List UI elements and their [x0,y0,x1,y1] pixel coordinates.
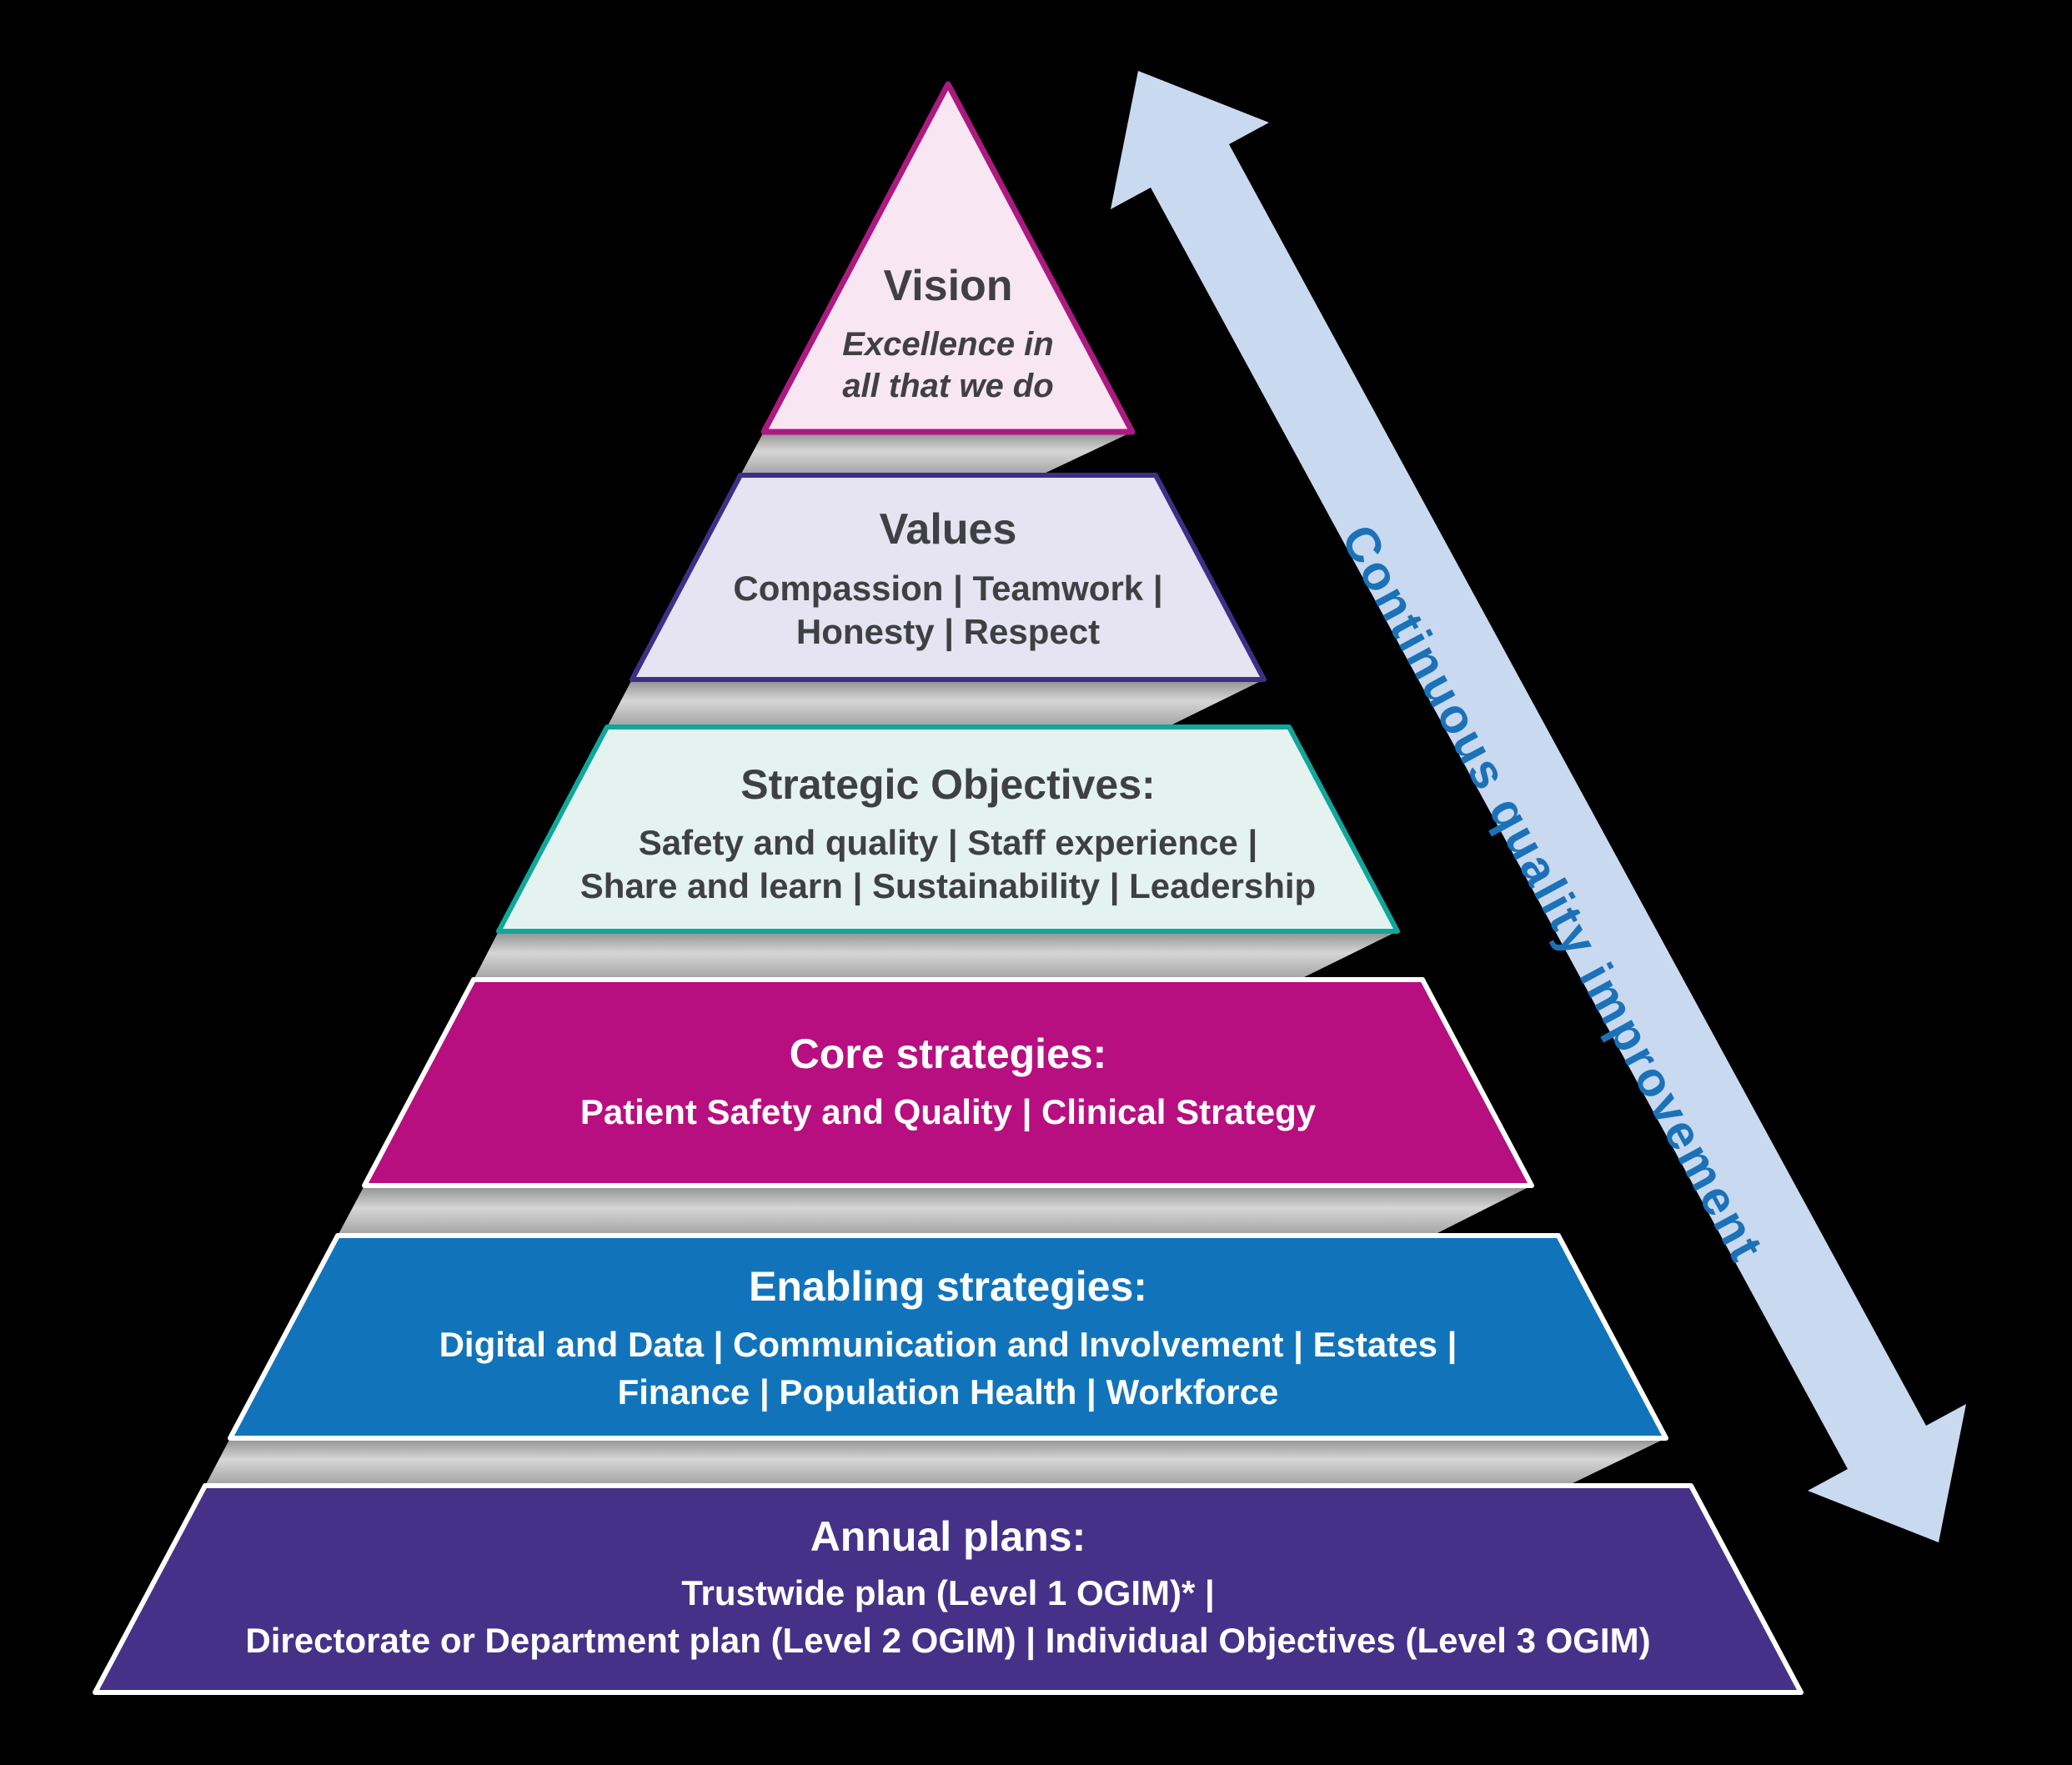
level-values-line-1: Compassion | Teamwork | [733,569,1162,609]
level-values-title: Values [880,505,1017,554]
fold-shadow-4 [338,1186,1532,1236]
level-enabling-strategies-line-1: Digital and Data | Communication and Inv… [439,1325,1457,1365]
level-core-strategies: Core strategies: Patient Safety and Qual… [362,977,1534,1188]
fold-shadow-1 [740,432,1132,475]
level-annual-plans: Annual plans: Trustwide plan (Level 1 OG… [93,1483,1804,1695]
fold-shadow-3 [474,931,1397,980]
level-vision-shape [760,81,1136,435]
level-annual-plans-line-2: Directorate or Department plan (Level 2 … [245,1621,1650,1661]
level-vision-line-1: Excellence in [842,326,1053,363]
level-enabling-strategies: Enabling strategies: Digital and Data | … [228,1233,1668,1441]
fold-shadow-5 [205,1438,1666,1486]
level-annual-plans-shape [93,1483,1804,1695]
level-strategic-objectives-title: Strategic Objectives: [740,761,1155,808]
level-values-shape [630,473,1267,682]
level-annual-plans-title: Annual plans: [810,1513,1086,1560]
level-values: Values Compassion | Teamwork | Honesty |… [630,473,1267,682]
level-annual-plans-line-1: Trustwide plan (Level 1 OGIM)* | [681,1573,1215,1613]
level-enabling-strategies-line-2: Finance | Population Health | Workforce [618,1372,1279,1412]
level-core-strategies-shape [362,977,1534,1188]
level-strategic-objectives-line-2: Share and learn | Sustainability | Leade… [580,866,1316,906]
level-vision-line-2: all that we do [842,368,1053,404]
cqi-arrow-shape [1111,71,1966,1542]
level-strategic-objectives: Strategic Objectives: Safety and quality… [496,725,1400,934]
level-strategic-objectives-shape [496,725,1400,934]
level-vision: Vision Excellence in all that we do [760,81,1136,435]
level-core-strategies-title: Core strategies: [790,1030,1107,1077]
level-core-strategies-line-1: Patient Safety and Quality | Clinical St… [580,1092,1317,1132]
fold-shadow-2 [607,679,1264,727]
level-enabling-strategies-title: Enabling strategies: [749,1263,1147,1310]
level-enabling-strategies-shape [228,1233,1668,1441]
level-values-line-2: Honesty | Respect [796,612,1100,652]
level-vision-title: Vision [883,262,1012,310]
level-strategic-objectives-line-1: Safety and quality | Staff experience | [639,823,1257,863]
